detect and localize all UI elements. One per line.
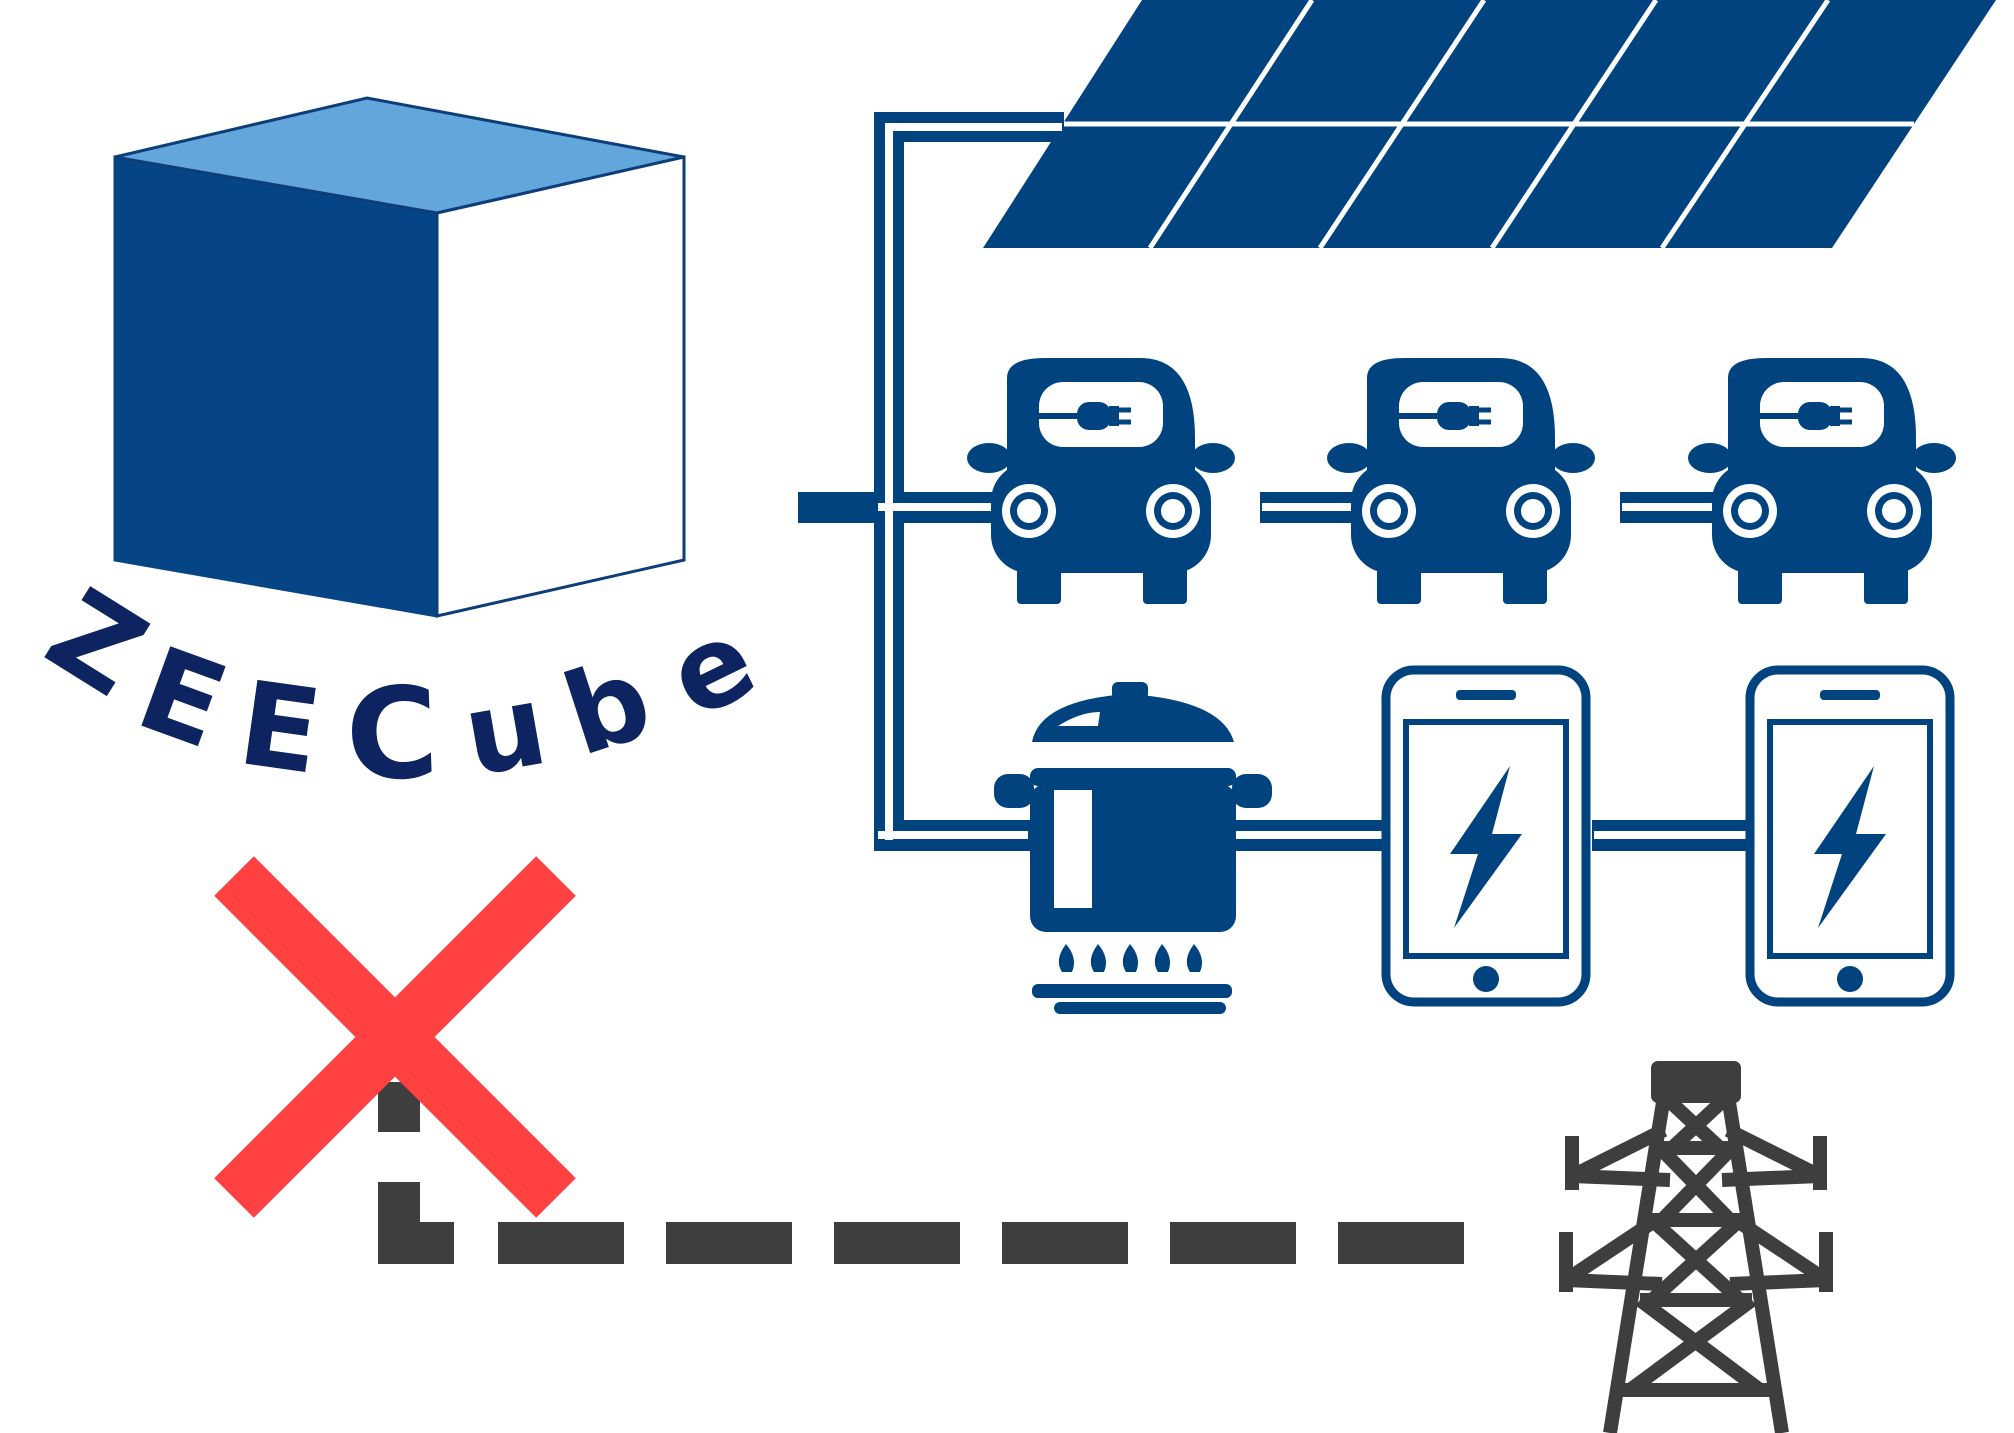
cooking-pot-on-stove-icon [994, 682, 1272, 1014]
logo-wordmark: Z E E C u b e [25, 564, 775, 810]
electric-car-icon [967, 358, 1235, 604]
zeecube-logo: Z E E C u b e [25, 96, 775, 810]
power-transmission-tower-icon [1559, 1061, 1833, 1433]
charging-smartphone-icon [1386, 670, 1586, 1002]
logo-letter-e2: E [231, 656, 328, 801]
solar-panel-icon [983, 0, 1996, 250]
cube-front-face [113, 155, 439, 618]
cube-side-face [435, 155, 686, 618]
logo-letter-e3: e [649, 594, 774, 744]
electric-car-icon [1688, 358, 1956, 604]
electric-car-icon [1327, 358, 1595, 604]
wiring-inner-lines [878, 123, 1760, 840]
grid-connection-dashed-line [378, 1082, 1464, 1264]
charging-smartphone-icon [1750, 670, 1950, 1002]
red-x-disconnect-icon [214, 856, 576, 1218]
logo-letter-b: b [549, 633, 665, 781]
logo-letter-c: C [343, 659, 441, 809]
logo-letter-u: u [455, 660, 556, 802]
